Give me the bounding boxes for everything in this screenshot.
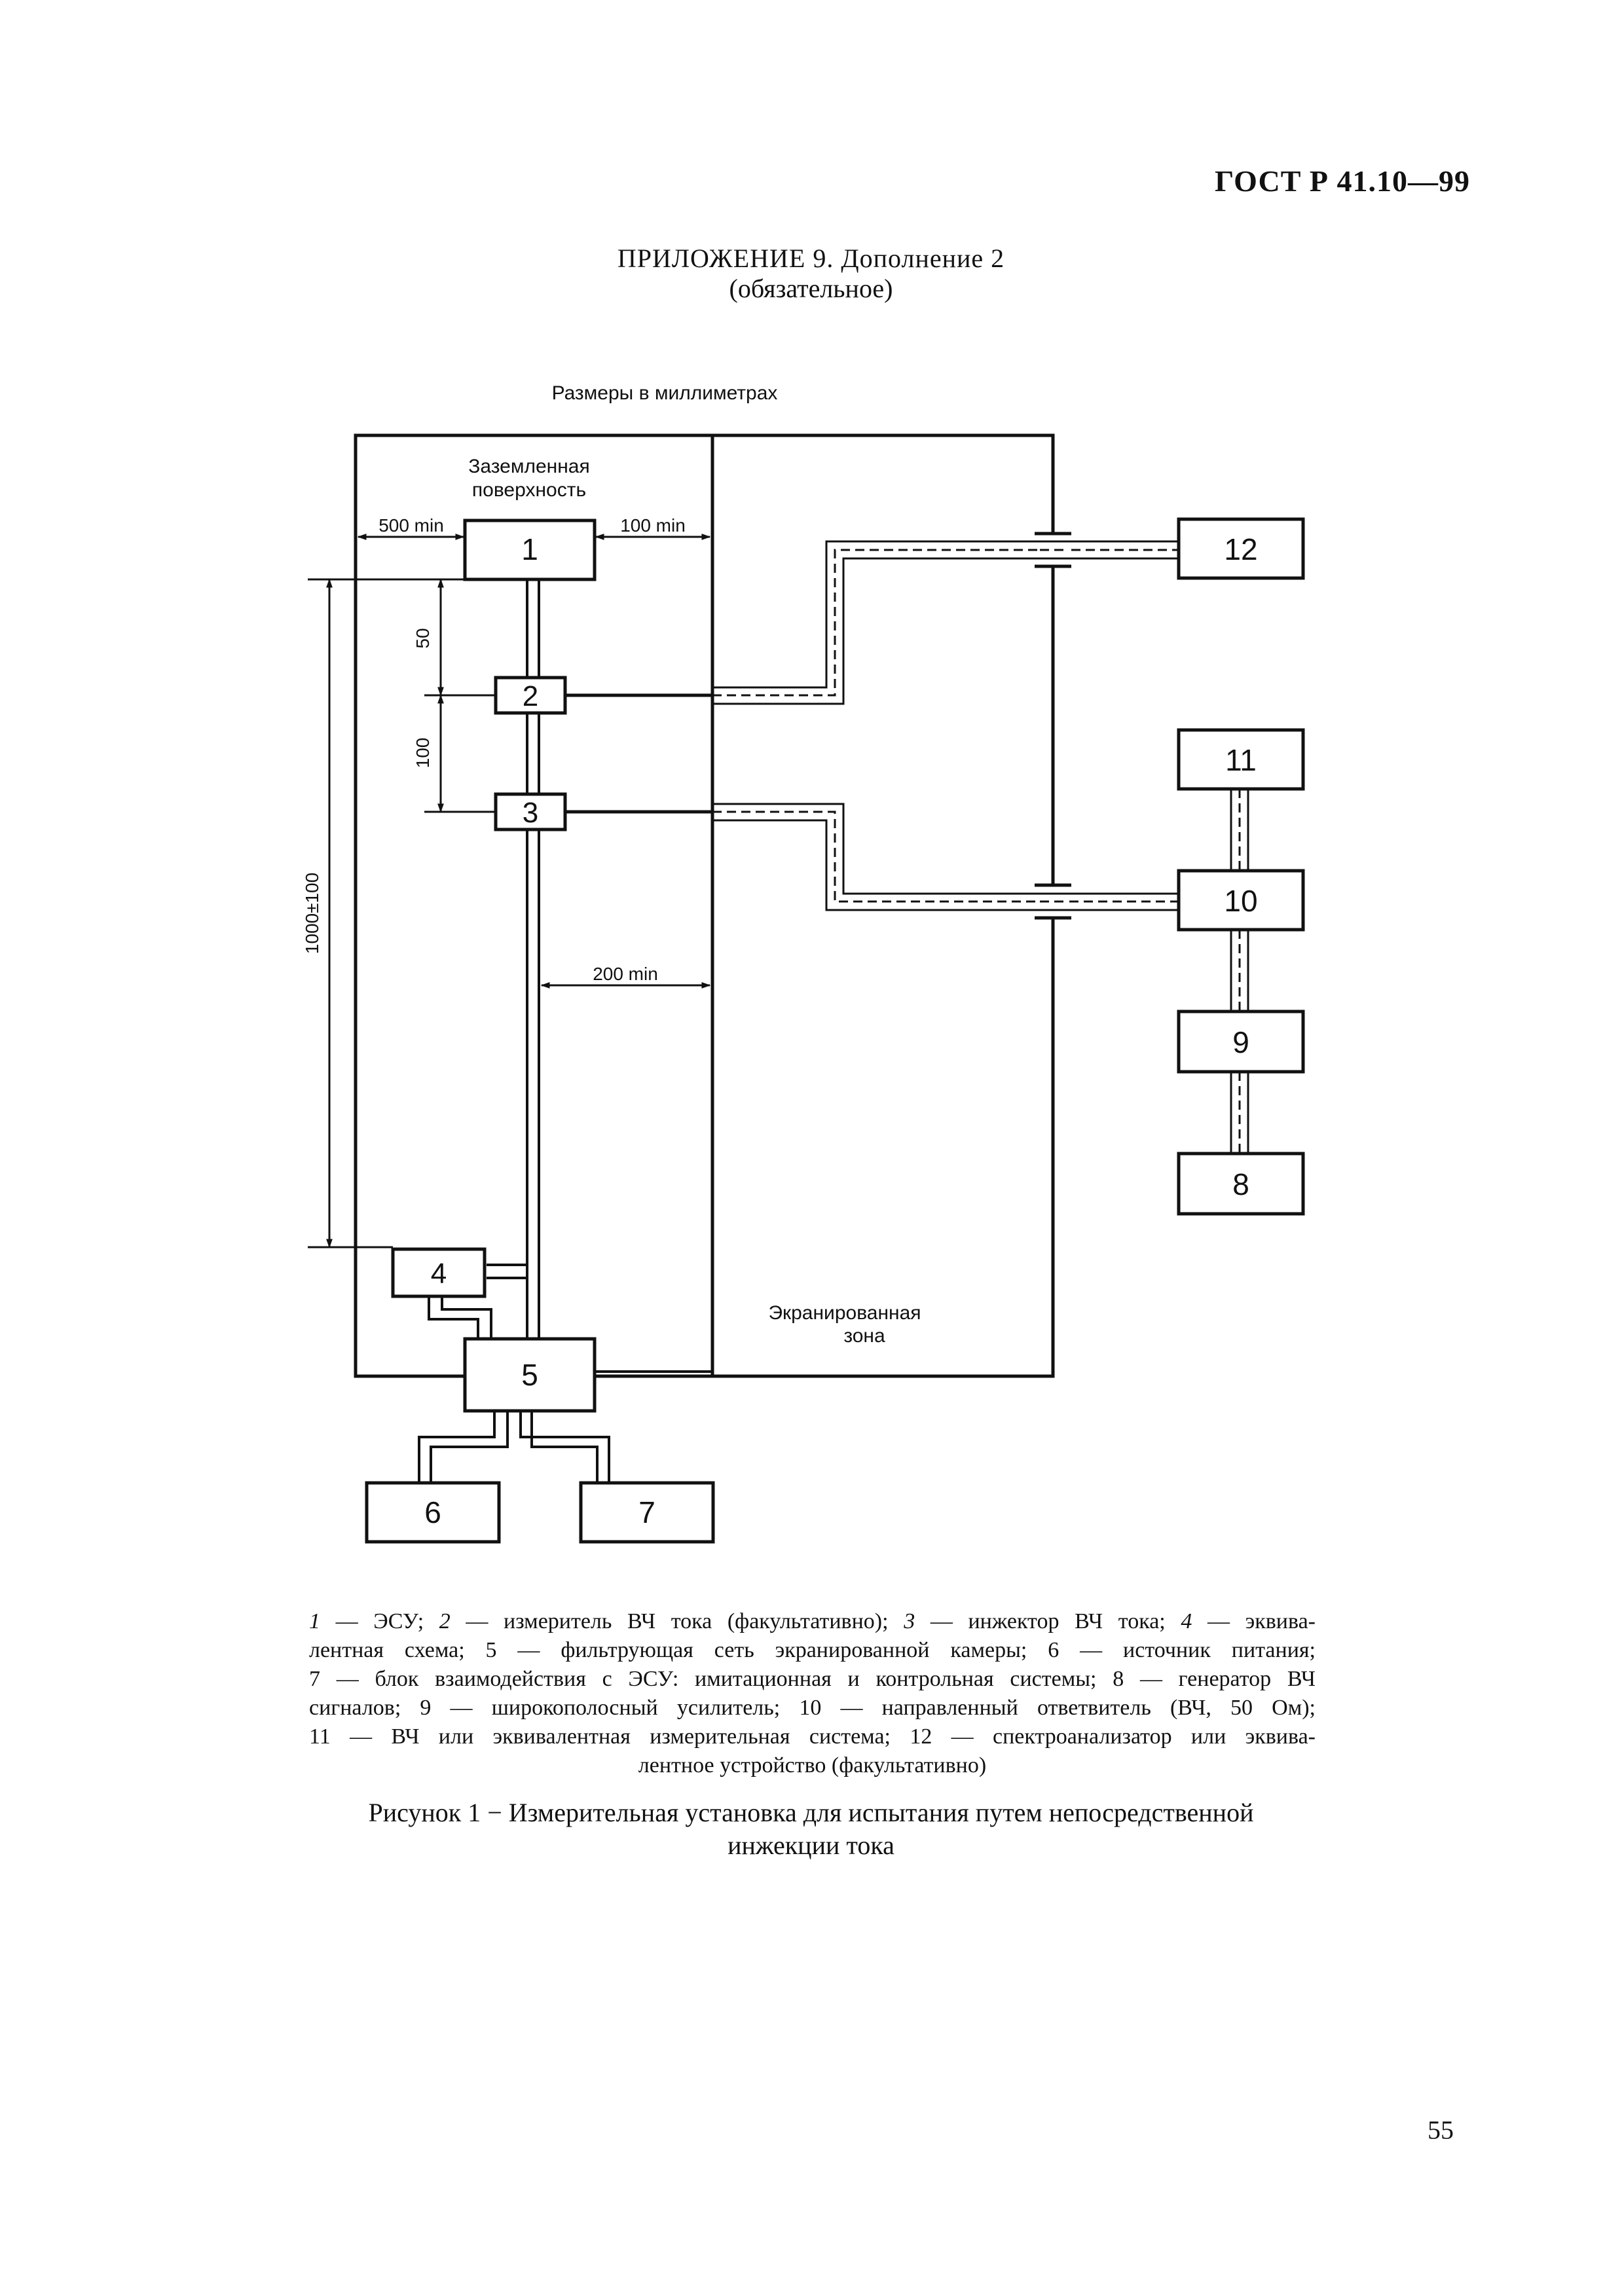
legend-number: 2 — [439, 1609, 451, 1633]
equipment-blocks: 1 2 3 4 5 6 7 12 — [365, 517, 1305, 1544]
document-code: ГОСТ Р 41.10—99 — [1215, 164, 1470, 198]
svg-text:11: 11 — [1225, 743, 1257, 777]
svg-text:5: 5 — [521, 1358, 538, 1392]
legend-text: — измеритель ВЧ тока (факультативно); — [450, 1609, 889, 1633]
legend-row-2: лентная схема; 5 — фильтрующая сеть экра… — [309, 1638, 1316, 1662]
figure-caption: Рисунок 1 − Измерительная установка для … — [368, 1798, 1254, 1827]
legend-text: — эквива- — [1192, 1609, 1316, 1633]
block-2-rf-current-meter: 2 — [494, 676, 567, 715]
svg-text:3: 3 — [523, 797, 538, 829]
dimension-1000-label: 1000±100 — [302, 873, 322, 954]
shielded-zone-area — [710, 433, 1055, 1378]
block-11-measurement-system: 11 — [1177, 728, 1305, 791]
figure-caption-continued: инжекции тока — [728, 1831, 894, 1860]
svg-text:2: 2 — [523, 680, 538, 712]
legend-row-1: 1 — ЭСУ; 2 — измеритель ВЧ тока (факульт… — [309, 1607, 1316, 1636]
svg-text:4: 4 — [431, 1258, 447, 1290]
block-10-directional-coupler: 10 — [1177, 869, 1305, 932]
svg-text:7: 7 — [638, 1495, 655, 1529]
svg-text:10: 10 — [1224, 884, 1257, 918]
legend-number: 4 — [1181, 1609, 1192, 1633]
grounded-surface-label-line2: поверхность — [472, 479, 586, 501]
block-9-wideband-amplifier: 9 — [1177, 1010, 1305, 1074]
block-12-spectrum-analyzer: 12 — [1177, 517, 1305, 580]
dimension-100v-label: 100 — [413, 738, 433, 769]
dimension-50-label: 50 — [413, 628, 433, 648]
dimension-lines — [308, 534, 711, 1248]
svg-text:6: 6 — [424, 1495, 441, 1529]
legend-row-6: лентное устройство (факультативно) — [638, 1753, 987, 1777]
dimension-100h-label: 100 min — [620, 515, 686, 536]
block-4-equivalent-circuit: 4 — [391, 1247, 487, 1298]
shielded-zone-label-line1: Экранированная — [768, 1302, 921, 1324]
legend-number: 1 — [309, 1609, 320, 1633]
svg-text:12: 12 — [1224, 532, 1257, 566]
block-1-esu: 1 — [463, 519, 597, 581]
svg-text:9: 9 — [1232, 1025, 1249, 1059]
appendix-status: (обязательное) — [729, 274, 893, 303]
dimension-500-label: 500 min — [378, 515, 444, 536]
wiring — [418, 532, 1249, 1483]
block-3-rf-current-injector: 3 — [494, 792, 567, 831]
legend-row-5: 11 — ВЧ или эквивалентная измерительная … — [309, 1724, 1316, 1749]
block-5-filter-network: 5 — [463, 1337, 597, 1413]
legend-row-4: сигналов; 9 — широкополосный усилитель; … — [309, 1696, 1316, 1720]
page-number: 55 — [1428, 2115, 1454, 2145]
legend-row-3: 7 — блок взаимодействия с ЭСУ: имитацион… — [309, 1667, 1316, 1691]
appendix-title: ПРИЛОЖЕНИЕ 9. Дополнение 2 — [617, 244, 1005, 273]
block-8-rf-generator: 8 — [1177, 1152, 1305, 1216]
legend-number: 3 — [904, 1609, 915, 1633]
svg-text:8: 8 — [1232, 1167, 1249, 1201]
svg-text:1: 1 — [521, 532, 538, 566]
figure-legend: 1 — ЭСУ; 2 — измеритель ВЧ тока (факульт… — [309, 1607, 1316, 1780]
units-note: Размеры в миллиметрах — [552, 382, 778, 404]
dimension-200-label: 200 min — [593, 964, 658, 984]
block-6-power-supply: 6 — [365, 1481, 501, 1544]
grounded-surface-label-line1: Заземленная — [468, 456, 589, 477]
block-7-interaction-unit: 7 — [579, 1481, 715, 1544]
shielded-zone-label-line2: зона — [843, 1325, 885, 1347]
legend-text: — ЭСУ; — [320, 1609, 424, 1633]
legend-text: — инжектор ВЧ тока; — [915, 1609, 1166, 1633]
